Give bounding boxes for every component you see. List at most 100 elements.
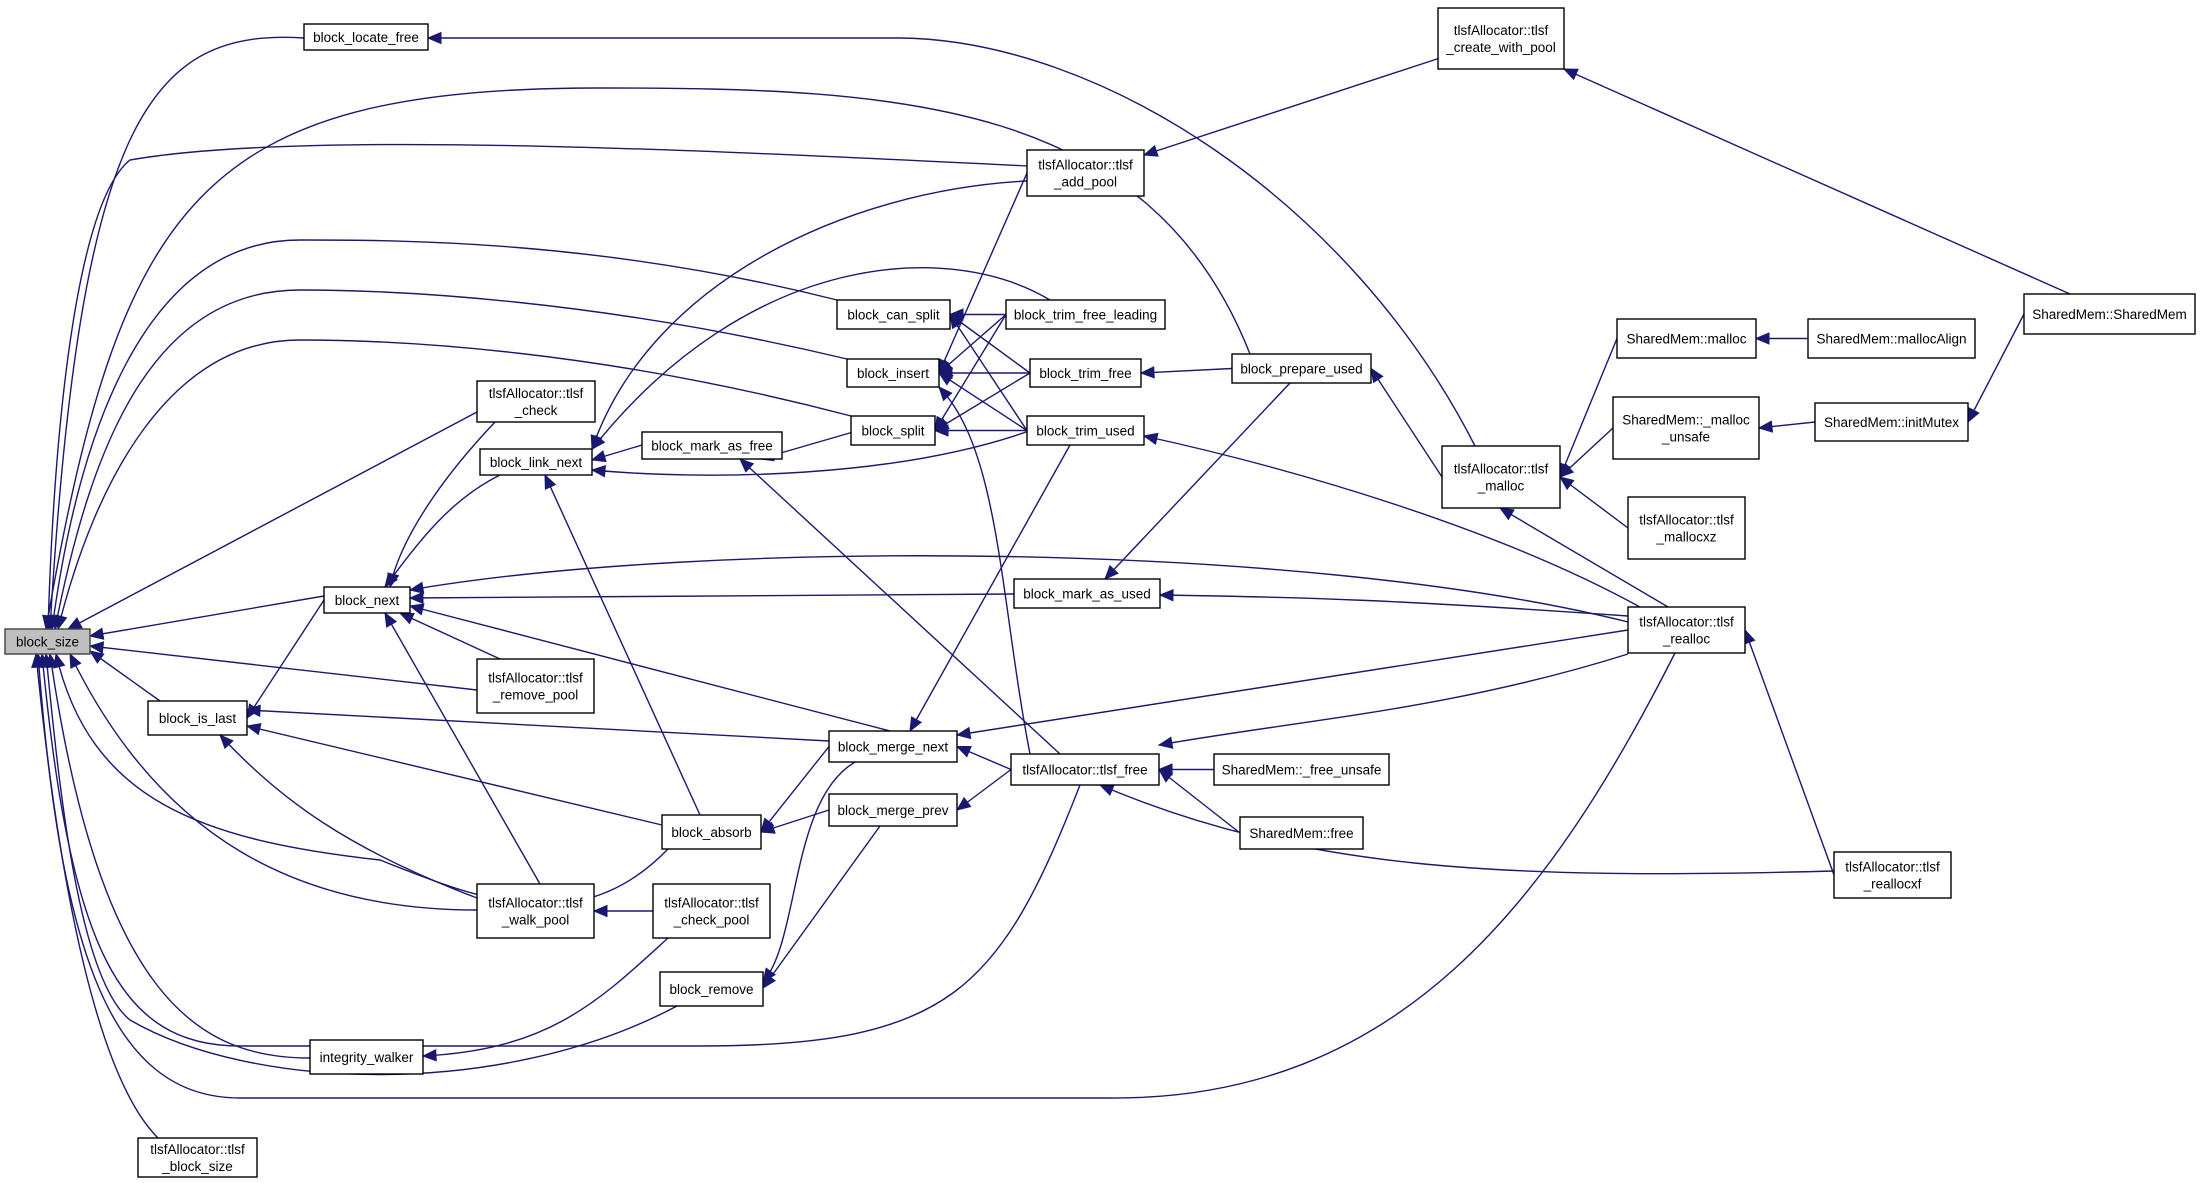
node-block-next[interactable]: block_next [323,586,411,614]
node-label: block_next [335,593,400,608]
edge-block_absorb-to-block_link_next [544,473,701,816]
edge-line [399,612,501,660]
node-block-trim-free-leading[interactable]: block_trim_free_leading [1005,299,1166,330]
node-block-prepare-used[interactable]: block_prepare_used [1231,353,1372,384]
node-label: tlsfAllocator::tlsf [664,896,759,911]
node-box [1213,753,1390,786]
edge-tlsf_walk_pool-to-block_size [69,652,478,911]
edge-tlsf_mallocxz-to-tlsf_malloc [1558,476,1629,529]
node-block-trim-used[interactable]: block_trim_used [1026,415,1145,446]
edge-shm_SharedMem-to-tlsf_create_with_pool [1562,68,2071,295]
edge-block_trim_used-to-block_merge_next [909,444,1071,733]
node-tlsf-realloc[interactable]: tlsfAllocator::tlsf_realloc [1627,606,1746,654]
node-box [4,628,91,655]
node-block-size[interactable]: block_size [4,628,91,655]
node-tlsf-reallocxf[interactable]: tlsfAllocator::tlsf_reallocxf [1833,851,1952,899]
node-shm-malloc[interactable]: SharedMem::malloc [1616,318,1757,359]
node-block-mark-as-free[interactable]: block_mark_as_free [641,431,783,460]
node-box [303,23,429,51]
node-label: SharedMem::initMutex [1824,415,1959,430]
node-tlsf-malloc[interactable]: tlsfAllocator::tlsf_malloc [1441,445,1561,509]
arrowhead-icon [1139,366,1155,379]
edge-line [938,172,1028,374]
node-tlsf-check-pool[interactable]: tlsfAllocator::tlsf_check_pool [652,883,771,939]
node-box [1437,7,1565,70]
edge-line [1559,476,1629,529]
node-label: block_trim_free_leading [1014,308,1157,323]
edge-block_next-to-block_is_last [246,599,325,720]
node-tlsf-free[interactable]: tlsfAllocator::tlsf_free [1010,753,1160,786]
node-block-locate-free[interactable]: block_locate_free [303,23,429,51]
arrowhead-icon [69,652,82,669]
edge-line [246,709,830,742]
node-box [828,730,958,763]
node-shm-mallocAlign[interactable]: SharedMem::mallocAlign [1807,318,1976,359]
node-block-merge-next[interactable]: block_merge_next [828,730,958,763]
edge-line [89,650,161,702]
node-tlsf-remove-pool[interactable]: tlsfAllocator::tlsf_remove_pool [476,658,595,714]
arrowhead-icon [408,581,425,594]
edge-line [246,599,325,719]
arrowhead-icon [909,716,923,733]
edge-line [37,652,1676,1099]
node-label: block_locate_free [313,30,419,45]
edge-line [41,653,1081,1047]
edge-line [54,289,848,630]
edge-shm_SharedMem-to-shm_initMutex [1967,313,2025,424]
arrowhead-icon [1757,420,1774,433]
node-tlsf-add-pool[interactable]: tlsfAllocator::tlsf_add_pool [1026,149,1145,197]
node-block-trim-free[interactable]: block_trim_free [1029,358,1142,388]
edge-line [384,612,541,885]
node-box [1013,578,1161,609]
edge-line [47,143,1028,630]
node-tlsf-check[interactable]: tlsfAllocator::tlsf_check [476,380,596,423]
node-label: tlsfAllocator::tlsf [150,1142,245,1157]
node-block-link-next[interactable]: block_link_next [479,448,593,476]
edge-line [1104,382,1291,580]
arrowhead-icon [759,821,776,834]
node-label: tlsfAllocator::tlsf [1639,615,1734,630]
edge-line [934,372,1031,432]
edge-line [949,313,1031,374]
node-box [1627,496,1746,560]
node-block-merge-prev[interactable]: block_merge_prev [828,793,958,827]
node-label: _malloc [1477,479,1525,494]
node-tlsf-walk-pool[interactable]: tlsfAllocator::tlsf_walk_pool [476,883,595,939]
edge-tlsf_free-to-block_merge_prev [955,768,1012,811]
arrowhead-icon [1158,588,1174,602]
node-label: block_is_last [159,711,237,726]
edge-block_absorb-to-block_is_last [245,723,663,826]
node-box [850,415,936,446]
arrowhead-icon [398,612,415,625]
edge-line [1099,784,1835,875]
arrowhead-icon [1157,768,1174,783]
node-block-absorb[interactable]: block_absorb [661,814,762,850]
node-box [147,700,248,736]
node-tlsf-block-size[interactable]: tlsfAllocator::tlsf_block_size [137,1137,258,1178]
edge-line [1143,435,1641,608]
node-block-mark-as-used[interactable]: block_mark_as_used [1013,578,1161,609]
node-tlsf-mallocxz[interactable]: tlsfAllocator::tlsf_mallocxz [1627,496,1746,560]
node-shm-initMutex[interactable]: SharedMem::initMutex [1814,402,1969,442]
edge-line [1499,507,1669,608]
node-tlsf-create-with-pool[interactable]: tlsfAllocator::tlsf_create_with_pool [1437,7,1565,70]
node-shm-SharedMem[interactable]: SharedMem::SharedMem [2023,293,2196,335]
edge-line [1159,594,1629,617]
edge-line [1559,338,1618,478]
edge-line [934,314,1007,431]
node-shm-free[interactable]: SharedMem::free [1239,816,1364,850]
node-block-can-split[interactable]: block_can_split [836,299,951,330]
edge-line [89,645,478,691]
edge-tlsf_realloc-to-block_size [32,652,1676,1099]
node-block-remove[interactable]: block_remove [659,971,764,1007]
node-shm-malloc-unsafe[interactable]: SharedMem::_malloc_unsafe [1612,396,1760,460]
node-block-insert[interactable]: block_insert [846,358,940,388]
node-block-split[interactable]: block_split [850,415,936,446]
node-block-is-last[interactable]: block_is_last [147,700,248,736]
edge-block_merge_prev-to-block_remove [762,825,881,990]
node-shm-free-unsafe[interactable]: SharedMem::_free_unsafe [1213,753,1390,786]
node-label: tlsfAllocator::tlsf [1845,860,1940,875]
node-integrity-walker[interactable]: integrity_walker [309,1039,424,1075]
edge-tlsf_create_with_pool-to-tlsf_add_pool [1142,57,1441,157]
arrowhead-icon [408,591,424,605]
